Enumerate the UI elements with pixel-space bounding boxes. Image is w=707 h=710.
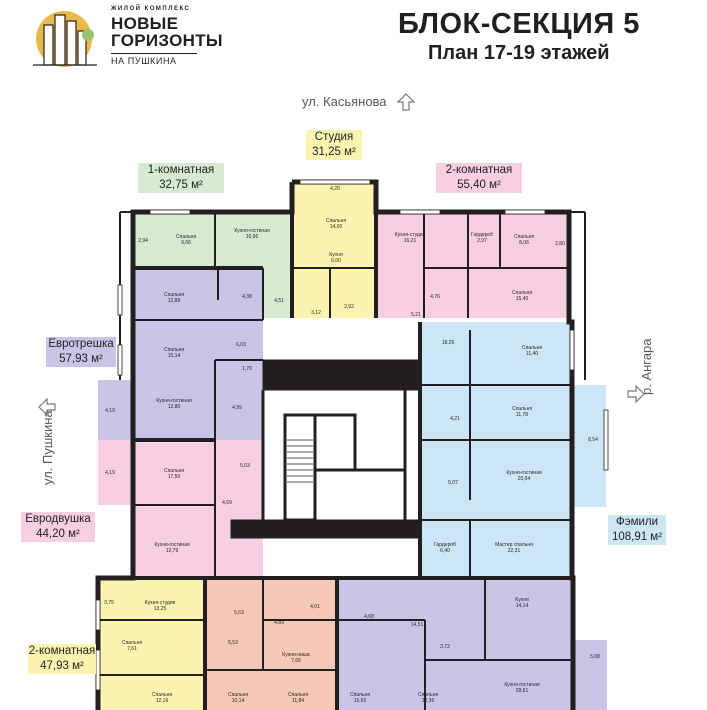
room-label: 14,51 — [410, 622, 424, 628]
purple-bottom-balcony — [573, 640, 607, 710]
logo-divider — [111, 53, 197, 54]
logo-small-text: ЖИЛОЙ КОМПЛЕКС — [111, 6, 191, 12]
family-fill — [420, 322, 572, 578]
arrow-right-icon — [627, 385, 645, 403]
walls — [95, 179, 586, 710]
studio-fill — [292, 182, 376, 318]
apartment-fills — [98, 182, 607, 710]
room-label: 4,01 — [310, 604, 320, 610]
euro2-balcony — [98, 440, 133, 505]
room-label: 4,68 — [364, 614, 374, 620]
room-label: 2,80 — [555, 241, 565, 247]
two-room-top-fill — [376, 212, 569, 318]
room-label: 3,92 — [344, 304, 354, 310]
salmon-fill — [205, 578, 337, 710]
room-label: 5,53 — [228, 640, 238, 646]
logo-line1: НОВЫЕ — [111, 14, 179, 33]
logo-icon — [33, 11, 97, 67]
room-label: 4,38 — [242, 294, 252, 300]
room-label: 1,70 — [242, 366, 252, 372]
room-label: 5,07 — [448, 480, 458, 486]
room-label: 3,12 — [311, 310, 321, 316]
room-label: 4,76 — [430, 294, 440, 300]
room-label: 4,69 — [222, 500, 232, 506]
page-subtitle: План 17-19 этажей — [428, 42, 610, 64]
room-label: 2,94 — [138, 238, 148, 244]
room-label: 4,89 — [274, 620, 284, 626]
room-label: 6,03 — [236, 342, 246, 348]
logo-title: НОВЫЕ ГОРИЗОНТЫ — [111, 15, 223, 49]
stairs — [287, 439, 313, 483]
street-top-label: ул. Касьянова — [302, 94, 387, 109]
room-label: 5,03 — [240, 463, 250, 469]
logo-subtitle: НА ПУШКИНА — [111, 56, 177, 66]
room-label: 4,20 — [330, 186, 340, 192]
room-label: 8,54 — [588, 437, 598, 443]
room-label: 5,21 — [411, 312, 421, 318]
euro2-fill — [133, 440, 263, 578]
arrow-left-icon — [38, 398, 56, 416]
room-label: 3,72 — [440, 644, 450, 650]
euro3-balcony — [98, 380, 133, 440]
room-label: 4,19 — [105, 470, 115, 476]
room-label: 4,21 — [450, 416, 460, 422]
arrow-up-icon — [397, 93, 415, 111]
windows — [95, 179, 609, 691]
family-balcony — [572, 385, 606, 507]
euro3-fill — [133, 268, 263, 440]
page-title: БЛОК-СЕКЦИЯ 5 — [398, 8, 640, 40]
room-label: 4,51 — [274, 298, 284, 304]
room-label: 5,08 — [590, 654, 600, 660]
purple-bottom-fill — [337, 578, 573, 710]
logo-line2: ГОРИЗОНТЫ — [111, 31, 223, 50]
room-label: 4,99 — [232, 405, 242, 411]
room-label: 4,19 — [105, 408, 115, 414]
room-label: 18,26 — [441, 340, 455, 346]
room-label: 5,63 — [234, 610, 244, 616]
room-label: 3,75 — [104, 600, 114, 606]
